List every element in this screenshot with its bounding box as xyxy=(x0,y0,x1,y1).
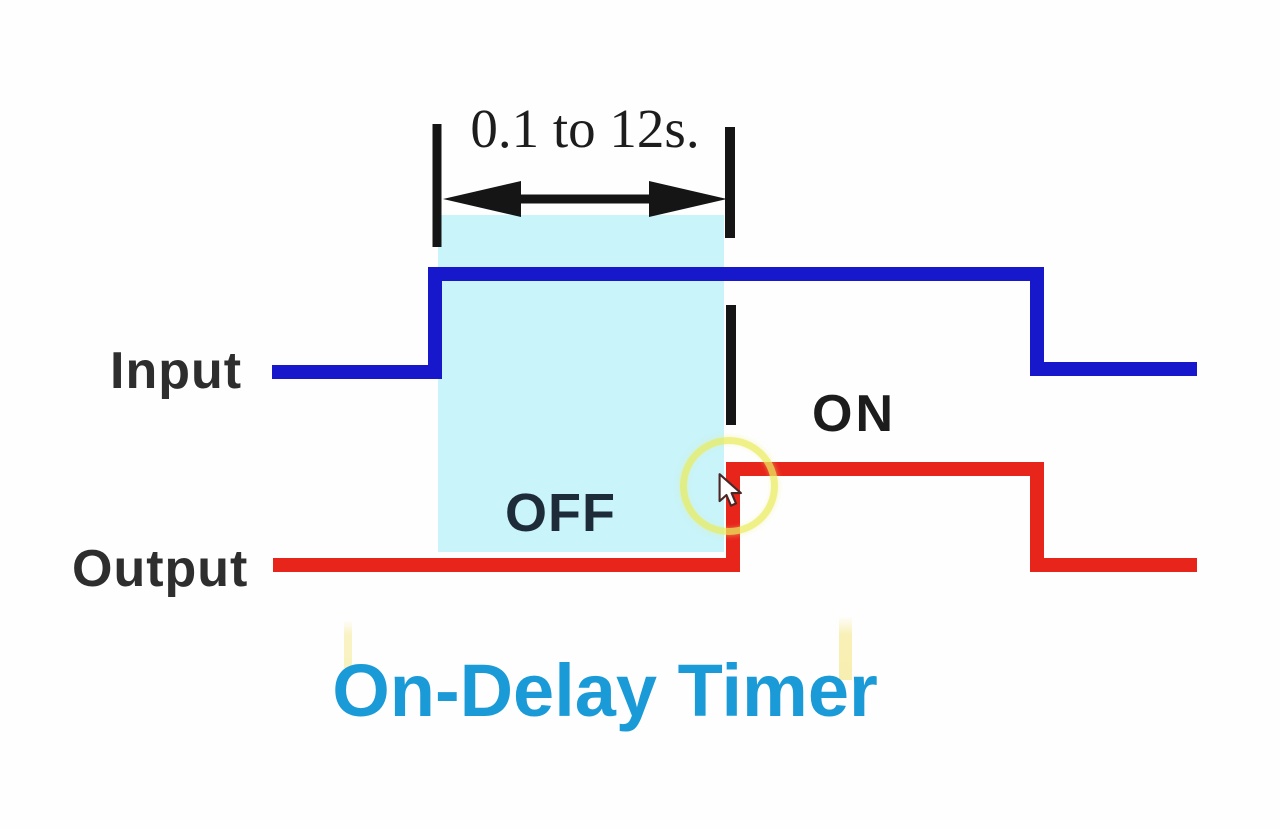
off-state-label: OFF xyxy=(505,483,616,543)
faint-yellow-strip xyxy=(344,620,352,668)
output-waveform xyxy=(273,462,1197,572)
delay-arrow-icon xyxy=(443,181,727,217)
on-state-label: ON xyxy=(812,385,896,443)
cursor-icon xyxy=(717,473,745,516)
delay-range-label: 0.1 to 12s. xyxy=(470,98,700,159)
output-signal-label: Output xyxy=(72,540,249,598)
input-waveform xyxy=(272,267,1197,379)
faint-yellow-strip xyxy=(839,616,852,680)
input-signal-label: Input xyxy=(110,342,243,400)
page-title: On-Delay Timer xyxy=(332,649,878,732)
highlight-circle xyxy=(680,437,778,535)
